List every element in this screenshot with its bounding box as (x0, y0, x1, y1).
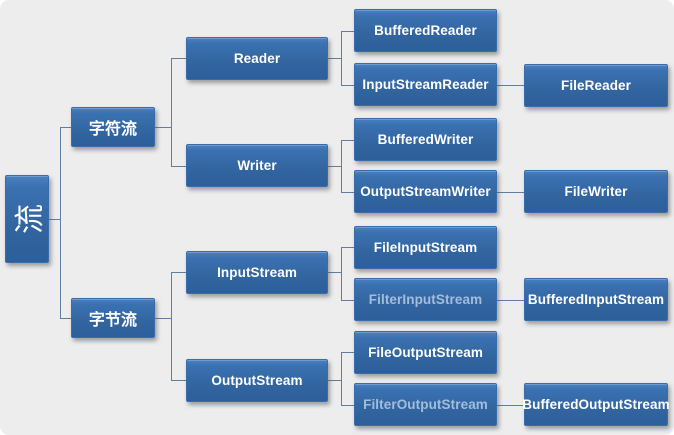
node-file-input-stream: FileInputStream (354, 226, 497, 269)
node-reader: Reader (186, 37, 328, 80)
node-filter-output-stream: FilterOutputStream (354, 383, 497, 426)
node-label: InputStream (217, 265, 297, 280)
connector-line (155, 318, 171, 319)
node-filter-input-stream: FilterInputStream (354, 278, 497, 321)
connector-line (341, 192, 354, 193)
connector-line (49, 219, 60, 220)
node-label: OutputStreamWriter (360, 184, 491, 199)
node-label: BufferedOutputStream (522, 397, 670, 412)
node-label: Reader (233, 51, 281, 66)
node-label: FilterOutputStream (363, 397, 488, 412)
node-label: 流 (12, 203, 48, 235)
connector-line (60, 127, 71, 128)
node-file-reader: FileReader (524, 64, 668, 107)
node-label: FileWriter (564, 184, 628, 199)
connector-line (171, 272, 186, 273)
connector-line (497, 85, 524, 86)
node-file-output-stream: FileOutputStream (354, 331, 497, 374)
connector-line (341, 352, 342, 405)
node-file-writer: FileWriter (524, 170, 668, 213)
node-label: InputStreamReader (362, 77, 489, 92)
connector-line (341, 140, 354, 141)
node-label: FileReader (560, 78, 632, 93)
node-buffered-output-stream: BufferedOutputStream (522, 383, 670, 426)
connector-line (155, 127, 171, 128)
connector-line (341, 405, 354, 406)
connector-line (171, 58, 186, 59)
connector-line (341, 31, 354, 32)
node-character-stream: 字符流 (71, 107, 155, 147)
node-buffered-writer: BufferedWriter (354, 118, 497, 161)
node-input-stream: InputStream (186, 251, 328, 294)
connector-line (341, 140, 342, 192)
connector-line (341, 247, 354, 248)
node-label: 字符流 (88, 121, 138, 138)
node-label: BufferedWriter (377, 132, 474, 147)
node-label: FileOutputStream (368, 345, 483, 360)
node-label: Writer (237, 158, 277, 173)
connector-line (341, 247, 342, 300)
node-byte-stream: 字节流 (71, 298, 155, 338)
connector-line (328, 166, 341, 167)
connector-line (341, 31, 342, 85)
connector-line (497, 405, 524, 406)
connector-line (328, 380, 341, 381)
connector-line (60, 318, 71, 319)
connector-line (171, 166, 186, 167)
node-label: FilterInputStream (368, 292, 483, 307)
connector-line (60, 127, 61, 318)
connector-line (341, 352, 354, 353)
node-label: 字节流 (88, 312, 138, 329)
connector-line (497, 192, 524, 193)
node-output-stream-writer: OutputStreamWriter (354, 170, 497, 213)
node-buffered-input-stream: BufferedInputStream (524, 278, 668, 321)
node-output-stream: OutputStream (186, 359, 328, 402)
node-buffered-reader: BufferedReader (354, 9, 497, 52)
connector-line (341, 85, 354, 86)
connector-line (171, 58, 172, 166)
connector-line (328, 58, 341, 59)
node-label: BufferedReader (374, 23, 477, 38)
connector-line (171, 272, 172, 380)
node-label: OutputStream (211, 373, 303, 388)
node-label: FileInputStream (373, 240, 478, 255)
node-label: BufferedInputStream (527, 292, 665, 307)
node-stream-root: 流 (5, 175, 49, 263)
connector-line (341, 300, 354, 301)
connector-line (497, 300, 524, 301)
node-writer: Writer (186, 144, 328, 187)
connector-line (171, 380, 186, 381)
connector-line (328, 272, 341, 273)
node-input-stream-reader: InputStreamReader (354, 63, 497, 106)
